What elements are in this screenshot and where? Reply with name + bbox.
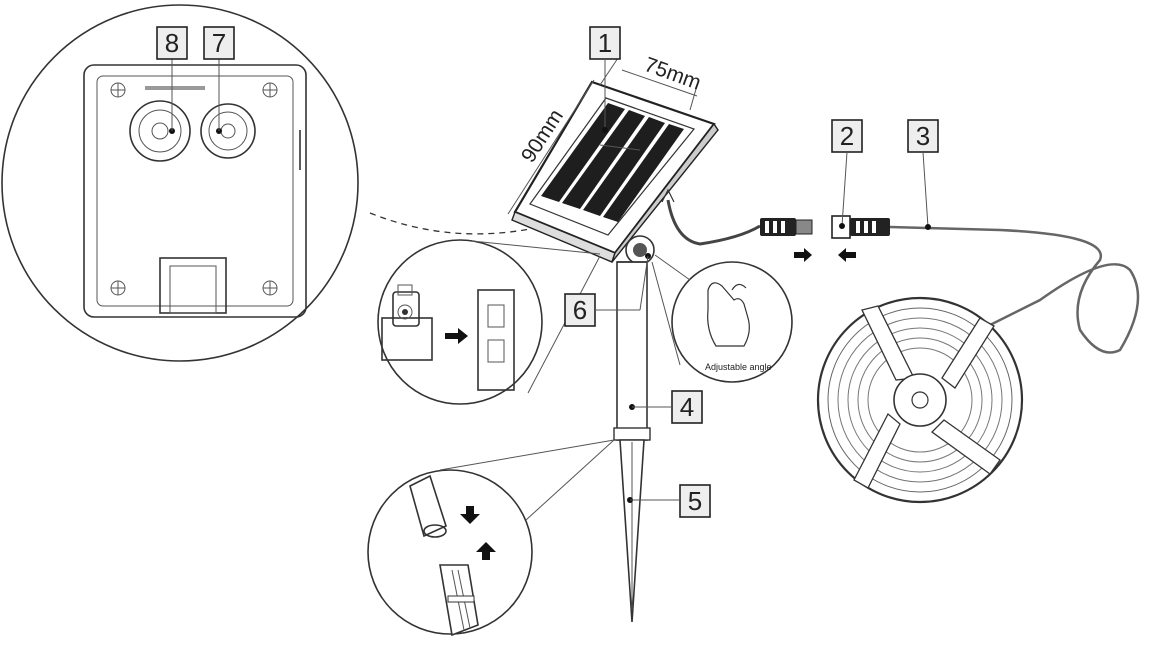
adjustable-angle-label: Adjustable angle bbox=[705, 362, 772, 372]
svg-text:8: 8 bbox=[165, 28, 179, 58]
arrow-right-icon bbox=[794, 248, 812, 262]
callout-1: 1 bbox=[589, 26, 621, 133]
screw-icon bbox=[262, 280, 278, 296]
callout-2: 2 bbox=[831, 119, 863, 229]
svg-text:1: 1 bbox=[598, 28, 612, 58]
arrow-down-icon bbox=[460, 506, 480, 524]
callout-8: 8 bbox=[156, 26, 188, 60]
screw-icon bbox=[110, 280, 126, 296]
arrow-up-icon bbox=[476, 542, 496, 560]
panel-cable bbox=[666, 199, 761, 246]
stake-joint-detail bbox=[367, 439, 615, 637]
svg-text:2: 2 bbox=[840, 121, 854, 151]
arrow-left-icon bbox=[838, 248, 856, 262]
screw-icon bbox=[262, 82, 278, 98]
callout-7: 7 bbox=[203, 26, 235, 60]
screw-icon bbox=[110, 82, 126, 98]
button-8 bbox=[129, 100, 191, 162]
callout-5: 5 bbox=[630, 484, 711, 518]
mount-detail bbox=[377, 239, 601, 405]
callout-4: 4 bbox=[632, 390, 703, 424]
led-strip-reel bbox=[816, 296, 1024, 504]
svg-text:4: 4 bbox=[680, 392, 694, 422]
svg-text:6: 6 bbox=[573, 295, 587, 325]
stake bbox=[613, 261, 651, 623]
led-strip-cable bbox=[889, 225, 1140, 354]
svg-text:5: 5 bbox=[688, 486, 702, 516]
callout-6: 6 bbox=[564, 255, 649, 327]
callout-3: 3 bbox=[907, 119, 939, 230]
svg-text:7: 7 bbox=[212, 28, 226, 58]
pivot-joint bbox=[625, 235, 655, 265]
adjustable-angle-detail: Adjustable angle bbox=[651, 254, 793, 383]
hand-icon bbox=[707, 282, 750, 347]
dimension-width: 75mm bbox=[641, 53, 704, 95]
cable-connectors bbox=[760, 215, 890, 262]
detail-connector bbox=[369, 212, 536, 235]
solar-panel bbox=[511, 80, 719, 263]
panel-back-detail bbox=[1, 4, 359, 362]
arrow-right-icon bbox=[445, 328, 468, 344]
button-7 bbox=[200, 103, 256, 159]
svg-text:3: 3 bbox=[916, 121, 930, 151]
